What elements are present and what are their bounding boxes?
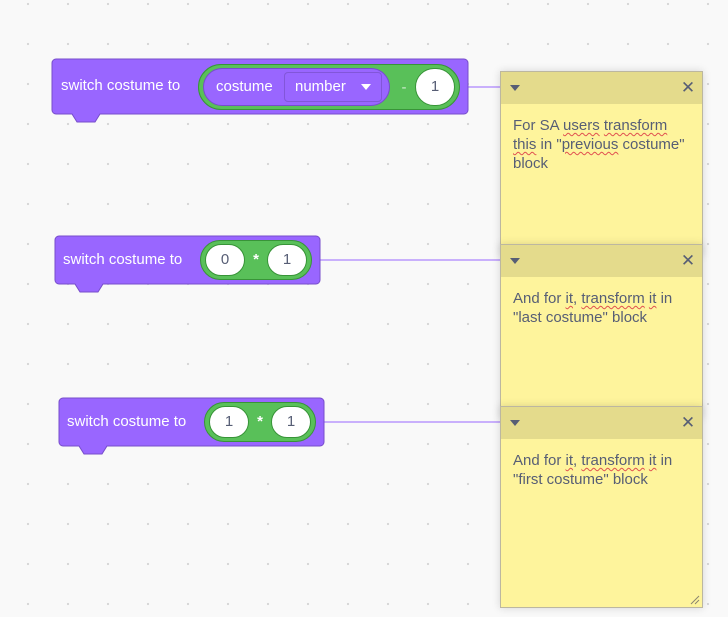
comment-text-segment: , bbox=[573, 290, 582, 307]
comment-header[interactable]: ✕ bbox=[501, 407, 702, 439]
comment-text-segment: And for bbox=[513, 290, 566, 307]
left-number-input[interactable]: 0 bbox=[205, 244, 245, 276]
misspelled-word: previous bbox=[561, 136, 619, 153]
misspelled-word: transform bbox=[603, 117, 668, 134]
comment-text-segment: And for bbox=[513, 452, 566, 469]
caret-down-icon[interactable] bbox=[510, 258, 520, 264]
comment-text-segment: in " bbox=[536, 136, 562, 153]
comment-text-segment: in "first costume" block bbox=[513, 452, 673, 488]
misspelled-word: this bbox=[513, 136, 537, 153]
comment-text-segment: , bbox=[573, 452, 582, 469]
switch-costume-block-3[interactable]: switch costume to 1 * 1 bbox=[58, 397, 325, 455]
misspelled-word: it bbox=[565, 290, 574, 307]
costume-label: costume bbox=[216, 78, 273, 95]
left-number-input[interactable]: 1 bbox=[209, 406, 249, 438]
misspelled-word: it bbox=[648, 452, 657, 469]
multiply-reporter[interactable]: 1 * 1 bbox=[204, 402, 316, 442]
multiply-operator: * bbox=[253, 251, 259, 268]
resize-handle-icon[interactable] bbox=[690, 595, 700, 605]
misspelled-word: transform bbox=[581, 290, 645, 307]
comment-text[interactable]: And for it, transform it in "last costum… bbox=[513, 289, 692, 327]
comment-text[interactable]: For SA users transform this in "previous… bbox=[513, 116, 692, 173]
switch-costume-block-1[interactable]: switch costume to costume number - 1 bbox=[51, 58, 469, 123]
comment-header[interactable]: ✕ bbox=[501, 72, 702, 104]
block-label: switch costume to bbox=[63, 251, 183, 268]
subtract-operator: - bbox=[401, 79, 407, 96]
number-input[interactable]: 1 bbox=[415, 68, 455, 106]
misspelled-word: it bbox=[648, 290, 657, 307]
misspelled-word: users bbox=[563, 117, 600, 134]
subtract-reporter[interactable]: costume number - 1 bbox=[198, 64, 460, 110]
misspelled-word: transform bbox=[581, 452, 645, 469]
right-number-input[interactable]: 1 bbox=[271, 406, 311, 438]
comment-header[interactable]: ✕ bbox=[501, 245, 702, 277]
costume-property-dropdown[interactable]: number bbox=[284, 72, 382, 102]
caret-down-icon[interactable] bbox=[510, 420, 520, 426]
close-icon[interactable]: ✕ bbox=[680, 251, 696, 270]
comment-note-2[interactable]: ✕ And for it, transform it in "last cost… bbox=[500, 244, 703, 418]
block-label: switch costume to bbox=[67, 413, 187, 430]
close-icon[interactable]: ✕ bbox=[680, 78, 696, 97]
comment-text[interactable]: And for it, transform it in "first costu… bbox=[513, 451, 692, 489]
comment-note-3[interactable]: ✕ And for it, transform it in "first cos… bbox=[500, 406, 703, 608]
costume-reporter[interactable]: costume number bbox=[203, 68, 390, 106]
comment-text-segment: in "last costume" block bbox=[513, 290, 673, 326]
switch-costume-block-2[interactable]: switch costume to 0 * 1 bbox=[54, 235, 321, 293]
block-label: switch costume to bbox=[61, 77, 181, 94]
misspelled-word: it bbox=[565, 452, 574, 469]
right-number-input[interactable]: 1 bbox=[267, 244, 307, 276]
multiply-operator: * bbox=[257, 413, 263, 430]
chevron-down-icon bbox=[361, 84, 371, 90]
close-icon[interactable]: ✕ bbox=[680, 413, 696, 432]
multiply-reporter[interactable]: 0 * 1 bbox=[200, 240, 312, 280]
dropdown-value: number bbox=[295, 78, 346, 95]
comment-text-segment: costume" block bbox=[513, 136, 685, 172]
comment-text-segment: For SA bbox=[513, 117, 564, 134]
comment-note-1[interactable]: ✕ For SA users transform this in "previo… bbox=[500, 71, 703, 256]
caret-down-icon[interactable] bbox=[510, 85, 520, 91]
